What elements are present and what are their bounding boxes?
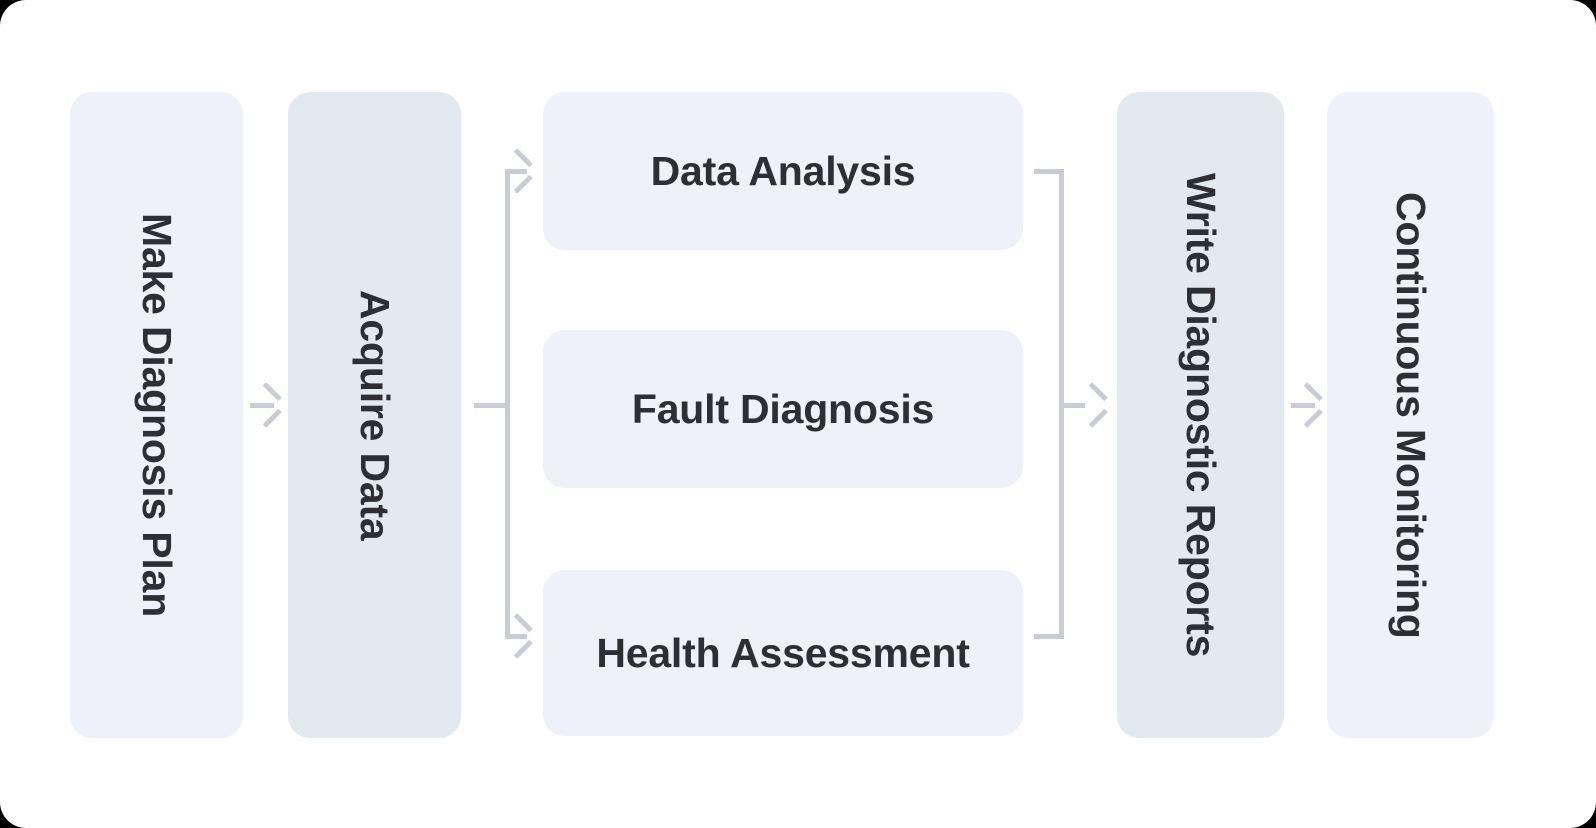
node-label: Acquire Data [352, 289, 398, 541]
merge-branch-bottom-run [1034, 634, 1064, 639]
arrow-head-icon [495, 152, 533, 190]
merge-branch-top-run [1034, 169, 1064, 174]
node-acquire-data[interactable]: Acquire Data [288, 92, 461, 738]
node-write-diagnostic-reports[interactable]: Write Diagnostic Reports [1117, 92, 1284, 738]
arrow-head-icon [1070, 386, 1108, 424]
arrow-head-icon [1285, 386, 1323, 424]
arrow-head-icon [244, 386, 282, 424]
split-spine [505, 171, 510, 639]
split-feed-stub [474, 403, 508, 408]
node-data-analysis[interactable]: Data Analysis [543, 92, 1023, 250]
arrow-head-icon [495, 617, 533, 655]
node-make-diagnosis-plan[interactable]: Make Diagnosis Plan [70, 92, 243, 738]
node-label: Health Assessment [596, 629, 970, 676]
node-health-assessment[interactable]: Health Assessment [543, 570, 1023, 736]
node-label: Write Diagnostic Reports [1178, 172, 1224, 658]
node-label: Continuous Monitoring [1388, 191, 1434, 639]
node-label: Data Analysis [650, 147, 916, 194]
node-fault-diagnosis[interactable]: Fault Diagnosis [543, 330, 1023, 488]
node-label: Make Diagnosis Plan [134, 212, 180, 618]
node-continuous-monitoring[interactable]: Continuous Monitoring [1327, 92, 1494, 738]
node-label: Fault Diagnosis [631, 385, 935, 432]
